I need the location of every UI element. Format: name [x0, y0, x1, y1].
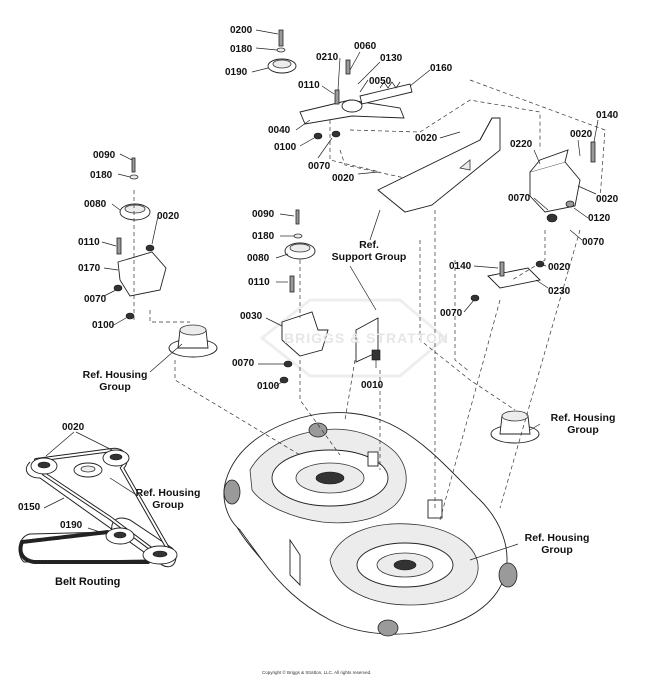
label-part-0230: 0230	[548, 286, 571, 297]
label-part-0160: 0160	[430, 63, 453, 74]
label-part-0090: 0090	[252, 209, 275, 220]
spindle-housing-right	[490, 410, 540, 444]
watermark-text: BRIGGS & STRATTON	[284, 330, 450, 346]
ref-housing-right-line2: Group	[567, 424, 599, 436]
label-part-0020: 0020	[332, 173, 355, 184]
label-part-0180: 0180	[230, 44, 253, 55]
assembly-lines	[133, 79, 606, 521]
label-part-0200: 0200	[230, 25, 253, 36]
ref-housing-group-bottom: Ref. Housing Group	[514, 532, 600, 556]
label-part-0020: 0020	[415, 133, 438, 144]
ref-support-group: Ref. Support Group	[324, 239, 414, 263]
ref-housing-left-line1: Ref. Housing	[82, 369, 148, 381]
label-part-0110: 0110	[298, 80, 320, 91]
label-part-0100: 0100	[274, 142, 297, 153]
label-part-0190: 0190	[60, 520, 83, 531]
right-brackets	[470, 141, 596, 302]
label-part-0140: 0140	[449, 261, 472, 272]
label-part-0180: 0180	[90, 170, 113, 181]
label-part-0100: 0100	[257, 381, 280, 392]
label-part-0140: 0140	[596, 110, 619, 121]
label-part-0020: 0020	[548, 262, 571, 273]
label-part-0070: 0070	[582, 237, 605, 248]
ref-support-group-line1: Ref.	[359, 239, 379, 251]
label-part-0020: 0020	[157, 211, 180, 222]
label-part-0150: 0150	[18, 502, 41, 513]
label-part-0100: 0100	[92, 320, 115, 331]
ref-housing-bottom-line2: Group	[541, 544, 573, 556]
label-part-0050: 0050	[369, 76, 392, 87]
leader-lines	[101, 29, 599, 561]
label-part-0170: 0170	[78, 263, 101, 274]
label-part-0010: 0010	[361, 380, 384, 391]
label-part-0070: 0070	[232, 358, 255, 369]
ref-housing-belt-line1: Ref. Housing	[135, 487, 201, 499]
ref-housing-group-right: Ref. Housing Group	[540, 412, 626, 436]
label-part-0070: 0070	[508, 193, 531, 204]
label-part-0190: 0190	[225, 67, 248, 78]
ref-housing-belt-line2: Group	[152, 499, 184, 511]
label-part-0120: 0120	[588, 213, 611, 224]
ref-support-group-line2: Support Group	[331, 251, 407, 263]
label-part-0020: 0020	[62, 422, 85, 433]
label-part-0060: 0060	[354, 41, 377, 52]
middle-pulley-bracket	[279, 209, 381, 384]
label-part-0030: 0030	[240, 311, 263, 322]
label-part-0070: 0070	[440, 308, 463, 319]
copyright-notice: Copyright © Briggs & Stratton, LLC. All …	[262, 670, 372, 675]
label-part-0020: 0020	[596, 194, 619, 205]
label-part-0110: 0110	[78, 237, 100, 248]
belt-routing-title: Belt Routing	[55, 576, 121, 588]
label-part-0210: 0210	[316, 52, 339, 63]
label-part-0090: 0090	[93, 150, 116, 161]
label-part-0080: 0080	[247, 253, 270, 264]
label-part-0220: 0220	[510, 139, 533, 150]
ref-housing-right-line1: Ref. Housing	[550, 412, 616, 424]
label-part-0110: 0110	[248, 277, 270, 288]
ref-housing-bottom-line1: Ref. Housing	[524, 532, 590, 544]
label-part-0070: 0070	[84, 294, 107, 305]
left-pulley-bracket	[113, 157, 167, 320]
label-part-0180: 0180	[252, 231, 275, 242]
ref-housing-left-line2: Group	[99, 381, 131, 393]
mower-deck	[223, 412, 518, 637]
belt-routing-diagram	[18, 431, 178, 568]
watermark-logo-shape	[259, 298, 448, 378]
ref-housing-group-belt: Ref. Housing Group	[125, 487, 211, 511]
ref-housing-group-left: Ref. Housing Group	[72, 369, 158, 393]
label-part-0130: 0130	[380, 53, 403, 64]
label-part-0070: 0070	[308, 161, 331, 172]
label-part-0080: 0080	[84, 199, 107, 210]
label-part-0020: 0020	[570, 129, 593, 140]
spindle-housing-left	[168, 324, 218, 358]
label-part-0040: 0040	[268, 125, 291, 136]
